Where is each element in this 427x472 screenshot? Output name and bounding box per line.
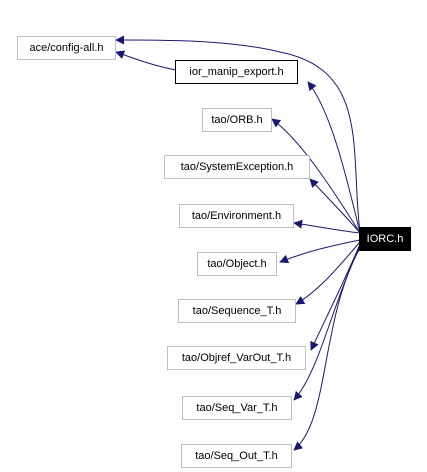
edge-ior-manip-export-to-config-all <box>115 50 177 71</box>
node-ace-config-all[interactable]: ace/config-all.h <box>17 36 116 60</box>
node-label: ior_manip_export.h <box>189 66 284 78</box>
edge-root-to-ior-manip-export <box>307 81 361 234</box>
node-tao-seq-out-t[interactable]: tao/Seq_Out_T.h <box>181 444 292 468</box>
node-iorc-root[interactable]: IORC.h <box>359 227 411 251</box>
node-tao-orb[interactable]: tao/ORB.h <box>202 108 272 132</box>
node-label: tao/Seq_Out_T.h <box>195 450 278 462</box>
node-label: ace/config-all.h <box>29 42 104 54</box>
edge-root-to-object <box>279 239 361 264</box>
node-label: IORC.h <box>366 233 404 245</box>
node-tao-objref-varout-t[interactable]: tao/Objref_VarOut_T.h <box>167 346 306 370</box>
edge-root-to-environment <box>293 219 361 234</box>
node-label: tao/Seq_Var_T.h <box>196 402 278 414</box>
edge-root-to-seq-out-t <box>293 247 361 451</box>
node-tao-environment[interactable]: tao/Environment.h <box>179 204 294 228</box>
node-tao-sequence-t[interactable]: tao/Sequence_T.h <box>178 299 296 323</box>
node-tao-seq-var-t[interactable]: tao/Seq_Var_T.h <box>182 396 292 420</box>
node-label: tao/ORB.h <box>211 114 263 126</box>
node-label: tao/Environment.h <box>191 210 282 222</box>
node-label: tao/Objref_VarOut_T.h <box>181 352 292 364</box>
node-ior-manip-export[interactable]: ior_manip_export.h <box>175 60 298 84</box>
edge-root-to-orb <box>271 118 361 234</box>
node-tao-object[interactable]: tao/Object.h <box>197 252 277 276</box>
edge-root-to-sequence-t <box>295 241 361 305</box>
edge-root-to-config-all <box>115 35 361 234</box>
node-label: tao/SystemException.h <box>180 161 294 173</box>
edge-root-to-objref-varout-t <box>310 243 361 351</box>
node-tao-system-exception[interactable]: tao/SystemException.h <box>164 155 310 179</box>
node-label: tao/Sequence_T.h <box>192 305 282 317</box>
edge-root-to-system-exception <box>309 178 361 234</box>
node-label: tao/Object.h <box>207 258 267 270</box>
